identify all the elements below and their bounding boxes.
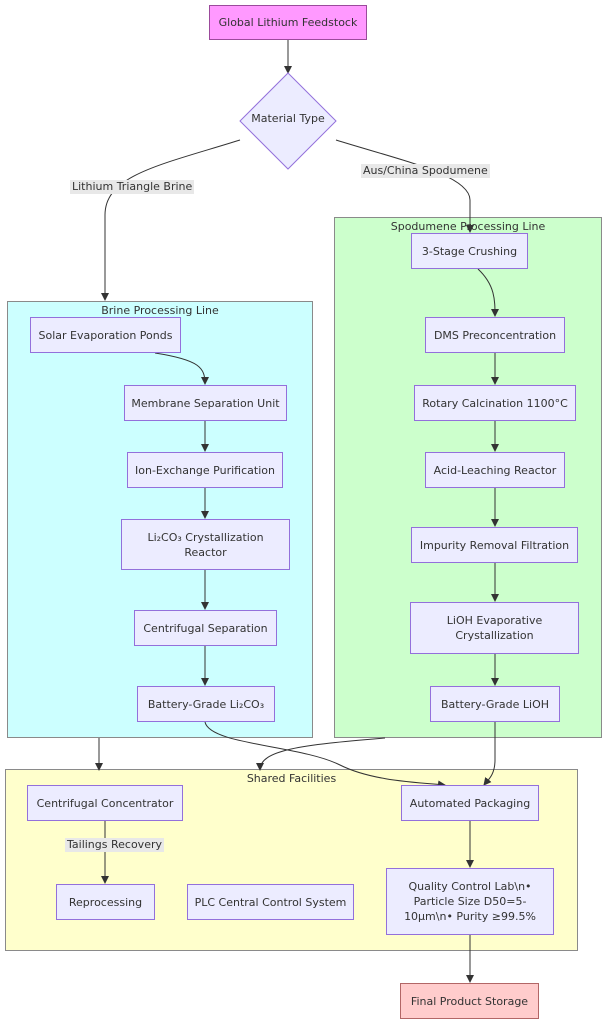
plc-control-node: PLC Central Control System	[187, 884, 354, 920]
automated-packaging-node: Automated Packaging	[401, 785, 539, 821]
qc-line3: 10μm\n• Purity ≥99.5%	[404, 910, 536, 923]
crushing-node: 3-Stage Crushing	[411, 233, 528, 269]
li2co3-cryst-line2: Reactor	[184, 545, 227, 559]
calcination-node: Rotary Calcination 1100°C	[414, 385, 576, 421]
lioh-cryst-line2: Crystallization	[455, 629, 534, 642]
qc-line1: Quality Control Lab\n•	[408, 880, 532, 893]
membrane-node: Membrane Separation Unit	[124, 385, 287, 421]
edge-crushing-to-dms	[477, 268, 499, 317]
material-type-label: Material Type	[251, 112, 325, 125]
edge-type-to-spodumene	[335, 139, 474, 233]
edge-label-brine: Lithium Triangle Brine	[70, 180, 195, 194]
brine-cluster-title: Brine Processing Line	[101, 304, 219, 317]
material-type-diamond	[239, 72, 337, 170]
battery-li2co3-node: Battery-Grade Li₂CO₃	[137, 686, 275, 722]
edge-type-to-brine	[101, 139, 241, 301]
dms-node: DMS Preconcentration	[425, 317, 565, 353]
edge-battery-lioh-to-packaging	[483, 722, 496, 786]
edge-battery-li2co3-to-packaging	[204, 721, 446, 789]
li2co3-crystallization-node: Li₂CO₃ Crystallization Reactor	[121, 519, 290, 570]
solar-ponds-node: Solar Evaporation Ponds	[30, 317, 181, 353]
edge-spodumene-to-shared	[256, 737, 386, 771]
qc-line2: Particle Size D50=5-	[413, 895, 527, 908]
impurity-removal-node: Impurity Removal Filtration	[411, 527, 578, 563]
shared-cluster-title: Shared Facilities	[246, 772, 337, 785]
lioh-crystallization-node: LiOH Evaporative Crystallization	[410, 602, 579, 654]
final-storage-node: Final Product Storage	[400, 983, 539, 1019]
edge-label-spodumene: Aus/China Spodumene	[361, 164, 490, 178]
battery-lioh-node: Battery-Grade LiOH	[430, 686, 560, 722]
edge-ponds-to-membrane	[154, 352, 209, 385]
feedstock-node: Global Lithium Feedstock	[209, 5, 367, 40]
acid-leaching-node: Acid-Leaching Reactor	[425, 452, 565, 488]
centrifugal-separation-node: Centrifugal Separation	[134, 610, 277, 646]
reprocessing-node: Reprocessing	[56, 884, 155, 920]
centrifugal-concentrator-node: Centrifugal Concentrator	[27, 785, 183, 821]
ion-exchange-node: Ion-Exchange Purification	[127, 452, 283, 488]
lioh-cryst-line1: LiOH Evaporative	[446, 614, 543, 627]
li2co3-cryst-line1: Li₂CO₃ Crystallization	[147, 530, 264, 544]
quality-control-node: Quality Control Lab\n• Particle Size D50…	[386, 868, 554, 935]
edge-label-tailings: Tailings Recovery	[65, 838, 164, 852]
